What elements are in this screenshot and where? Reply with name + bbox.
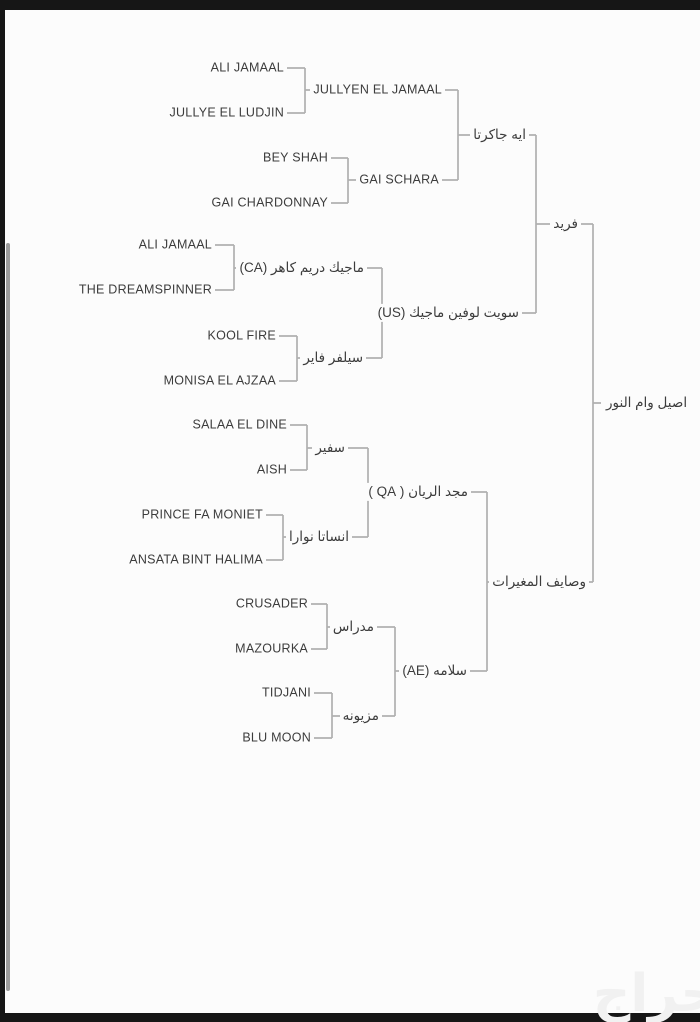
node-madras: مدراس	[329, 617, 377, 636]
node-blu-moon: BLU MOON	[239, 729, 314, 746]
node-gai-schara: GAI SCHARA	[356, 171, 442, 188]
node-aseel-wam-alnoor: اصيل وام النور	[603, 393, 691, 412]
node-majd-alrayyan: مجد الريان ( QA )	[365, 482, 471, 501]
scrollbar-thumb[interactable]	[6, 243, 10, 991]
node-crusader: CRUSADER	[232, 595, 311, 612]
node-kool-fire: KOOL FIRE	[204, 327, 279, 344]
node-salaa-el-dine: SALAA EL DINE	[189, 416, 290, 433]
node-salama: سلامه (AE)	[399, 661, 470, 680]
haraj-watermark: حراج	[592, 965, 700, 1022]
node-aya-jakarta: ايه جاكرتا	[470, 125, 529, 144]
node-ansata-nawara: انساتا نوارا	[285, 527, 352, 546]
node-mazyouna: مزيونه	[339, 706, 382, 725]
node-monisa-el-ajzaa: MONISA EL AJZAA	[160, 372, 279, 389]
node-bey-shah: BEY SHAH	[260, 149, 331, 166]
node-ali-jamaal: ALI JAMAAL	[207, 59, 287, 76]
node-fareed: فريد	[550, 214, 581, 233]
node-prince-fa-moniet: PRINCE FA MONIET	[138, 506, 266, 523]
node-safeer: سفير	[312, 438, 348, 457]
node-magic-dream-kaher: ماجيك دريم كاهر (CA)	[236, 258, 367, 277]
node-ali-jamaal-2: ALI JAMAAL	[135, 236, 215, 253]
node-silver-fire: سيلفر فاير	[300, 348, 366, 367]
node-wasayef-almugheerat: وصايف المغيرات	[489, 572, 589, 591]
node-ansata-bint-halima: ANSATA BINT HALIMA	[126, 551, 266, 568]
node-aish: AISH	[253, 461, 290, 478]
node-tidjani: TIDJANI	[259, 684, 314, 701]
node-mazourka: MAZOURKA	[232, 640, 311, 657]
node-the-dreamspinner: THE DREAMSPINNER	[75, 281, 215, 298]
node-sweet-lovin-magic: سويت لوفين ماجيك (US)	[374, 303, 522, 322]
node-gai-chardonnay: GAI CHARDONNAY	[208, 194, 331, 211]
node-jullyen-el-jamaal: JULLYEN EL JAMAAL	[310, 81, 445, 98]
page-background	[5, 10, 700, 1013]
node-jullye-el-ludjin: JULLYE EL LUDJIN	[166, 104, 287, 121]
